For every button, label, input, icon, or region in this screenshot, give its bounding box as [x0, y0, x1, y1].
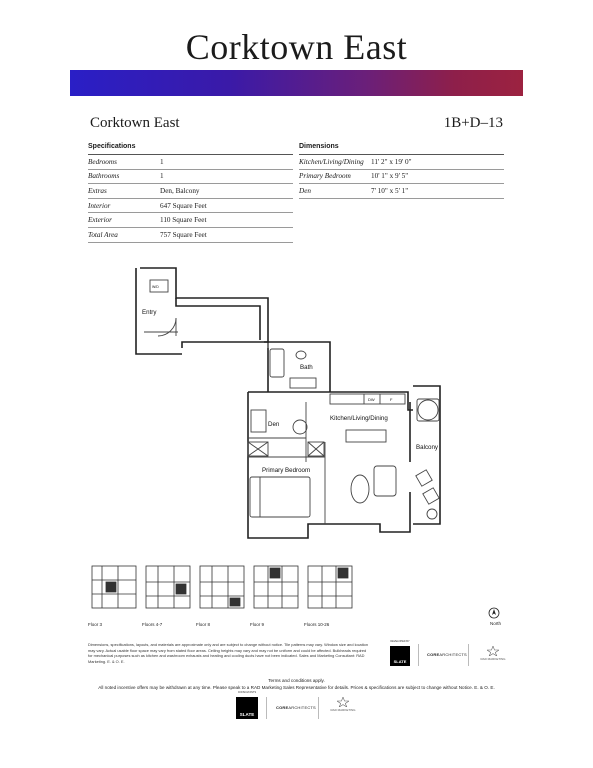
spec-value: 757 Square Feet	[160, 230, 207, 239]
spec-value: 1	[160, 172, 164, 181]
logo-divider	[266, 697, 267, 719]
key-plans: Floor 3 Floors 4-7 Floor 8 Floor 9 Floor…	[88, 560, 508, 635]
spec-label: Bedrooms	[88, 157, 117, 166]
logo-divider	[418, 644, 419, 666]
room-label-fridge: F	[390, 397, 393, 402]
room-label-wd: W/D	[152, 285, 159, 289]
dimension-value: 11' 2" x 19' 0"	[371, 157, 412, 166]
disclaimer: Dimensions, specifications, layouts, and…	[88, 642, 368, 664]
north-arrow-icon	[488, 607, 500, 619]
gradient-banner	[70, 70, 523, 96]
key-plan-label: Floor 9	[250, 622, 265, 627]
unit-code: 1B+D–13	[443, 115, 503, 131]
unit-name: Corktown East	[90, 115, 180, 131]
core-architects-logo-bottom: COREARCHITECTS	[276, 705, 316, 710]
spec-label: Extras	[88, 186, 107, 195]
brand-title: Corktown East	[185, 27, 408, 67]
slate-tagline-bottom: CONSULTANTS	[237, 691, 257, 694]
dimension-row: Primary Bedroom 10' 1" x 9' 5"	[299, 170, 504, 185]
room-label-bath: Bath	[300, 364, 313, 371]
core-architects-logo: COREARCHITECTS	[427, 652, 467, 657]
room-label-entry: Entry	[142, 309, 157, 316]
slate-logo-text: SLATE	[393, 659, 407, 664]
dimension-row: Den 7' 10" x 5' 1"	[299, 184, 504, 199]
spec-row: Extras Den, Balcony	[88, 184, 293, 199]
north-label: North	[490, 621, 502, 626]
dimension-value: 10' 1" x 9' 5"	[371, 172, 409, 181]
spec-label: Total Area	[88, 230, 118, 239]
key-plan-label: Floors 10-26	[304, 622, 330, 627]
spec-value: 1	[160, 157, 164, 166]
rad-marketing-logo: RAD MARKETING	[476, 645, 510, 661]
core-logo-bottom-suffix: ARCHITECTS	[288, 705, 316, 710]
key-plan-floors-4-7	[145, 565, 191, 609]
dimension-label: Den	[299, 186, 311, 195]
spec-row: Exterior 110 Square Feet	[88, 213, 293, 228]
rad-logo-bottom-text: RAD MARKETING	[330, 708, 356, 712]
core-logo-bottom-text: CORE	[276, 705, 289, 710]
slate-tagline: DEVELOPED BY	[390, 640, 410, 643]
key-plan-label: Floors 4-7	[142, 622, 163, 627]
terms-line-1: Terms and conditions apply.	[268, 678, 325, 683]
core-logo-text: CORE	[427, 652, 440, 657]
rad-star-icon	[336, 696, 350, 708]
dimensions-table: Dimensions Kitchen/Living/Dining 11' 2" x…	[299, 143, 504, 199]
room-label-kitchen: Kitchen/Living/Dining	[330, 415, 388, 422]
spec-row: Interior 647 Square Feet	[88, 199, 293, 214]
logo-divider	[318, 697, 319, 719]
terms: Terms and conditions apply. All noted in…	[0, 677, 593, 691]
dimension-value: 7' 10" x 5' 1"	[371, 186, 409, 195]
spec-row: Bathrooms 1	[88, 170, 293, 185]
rad-marketing-logo-bottom: RAD MARKETING	[326, 696, 360, 712]
spec-label: Bathrooms	[88, 172, 120, 181]
room-label-den: Den	[268, 421, 280, 428]
specifications-table: Specifications Bedrooms 1 Bathrooms 1 Extr…	[88, 143, 293, 243]
key-plan-label: Floor 3	[88, 622, 103, 627]
key-plan-floors-10-26	[307, 565, 353, 609]
slate-logo: DEVELOPED BY SLATE	[390, 640, 410, 666]
key-plan-label: Floor 8	[196, 622, 211, 627]
rad-logo-text: RAD MARKETING	[480, 657, 506, 661]
spec-value: 647 Square Feet	[160, 201, 207, 210]
dimensions-heading: Dimensions	[299, 143, 504, 155]
spec-value: Den, Balcony	[160, 186, 200, 195]
floor-plan: Entry W/D Bath Den Kitchen/Living/Dining…	[130, 262, 450, 552]
spec-label: Exterior	[88, 216, 112, 225]
terms-line-2: All noted incentive offers may be withdr…	[98, 685, 495, 690]
dimension-label: Primary Bedroom	[299, 172, 351, 181]
room-label-balcony: Balcony	[416, 444, 439, 451]
key-plan-floor-3	[91, 565, 137, 609]
key-plan-floor-9	[253, 565, 299, 609]
spec-row: Bedrooms 1	[88, 155, 293, 170]
spec-row: Total Area 757 Square Feet	[88, 228, 293, 243]
slate-logo-bottom: CONSULTANTS SLATE	[236, 691, 258, 719]
dimension-row: Kitchen/Living/Dining 11' 2" x 19' 0"	[299, 155, 504, 170]
logo-divider	[468, 644, 469, 666]
specifications-heading: Specifications	[88, 143, 293, 155]
dimension-label: Kitchen/Living/Dining	[299, 157, 364, 166]
core-logo-suffix: ARCHITECTS	[439, 652, 467, 657]
room-label-bedroom: Primary Bedroom	[262, 467, 310, 474]
room-label-dw: DW	[368, 397, 375, 402]
rad-star-icon	[486, 645, 500, 657]
spec-value: 110 Square Feet	[160, 216, 207, 225]
key-plan-floor-8	[199, 565, 245, 609]
slate-logo-bottom-text: SLATE	[239, 712, 255, 717]
spec-label: Interior	[88, 201, 111, 210]
